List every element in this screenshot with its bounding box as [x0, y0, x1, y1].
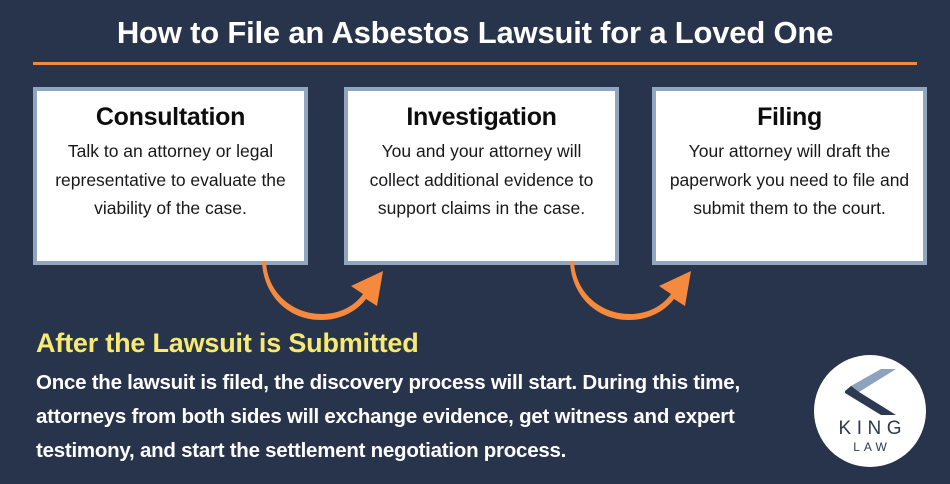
- step-card-filing: Filing Your attorney will draft the pape…: [652, 87, 927, 265]
- curved-arrow-right-icon: [262, 261, 383, 320]
- step-card-title: Investigation: [406, 103, 557, 131]
- chevron-left-icon: [845, 369, 896, 415]
- page-title: How to File an Asbestos Lawsuit for a Lo…: [116, 15, 834, 50]
- step-card-title: Filing: [757, 103, 822, 131]
- step-card-investigation: Investigation You and your attorney will…: [344, 87, 619, 265]
- step-card-title: Consultation: [95, 103, 246, 131]
- curved-arrow-right-icon: [570, 261, 691, 320]
- step-card-consultation: Consultation Talk to an attorney or lega…: [33, 87, 308, 265]
- title-underline-rule: [33, 62, 917, 65]
- king-law-logo: KING LAW: [814, 355, 926, 467]
- logo-wordmark-secondary: LAW: [853, 440, 891, 454]
- section-paragraph: Once the lawsuit is filed, the discovery…: [36, 371, 740, 462]
- step-card-body: Talk to an attorney or legal representat…: [55, 141, 286, 218]
- step-card-body: Your attorney will draft the paperwork y…: [669, 141, 910, 218]
- step-card-body: You and your attorney will collect addit…: [369, 141, 594, 218]
- logo-wordmark-primary: KING: [838, 418, 907, 439]
- section-subheading: After the Lawsuit is Submitted: [36, 328, 419, 358]
